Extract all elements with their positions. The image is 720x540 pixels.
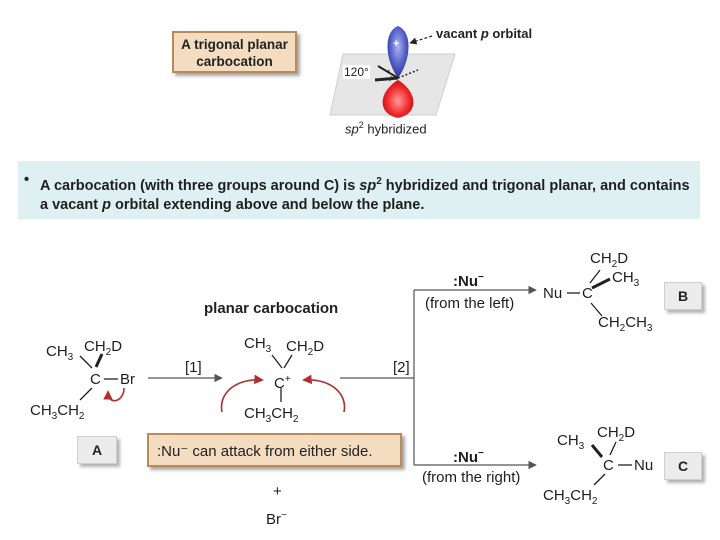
product-c-label: C xyxy=(664,452,702,480)
product-b-label: B xyxy=(664,282,702,310)
banner-bullet: • xyxy=(24,172,30,188)
cation-ch3: CH3 xyxy=(244,335,272,356)
molecule-a-ch3: CH3 xyxy=(46,343,74,364)
product-c-ch3: CH3 xyxy=(557,432,585,453)
vacant-orbital-label: vacant p orbital xyxy=(436,26,533,41)
product-c-nu: Nu xyxy=(634,457,654,474)
from-left-label: (from the left) xyxy=(425,295,515,312)
product-b-carbon: C xyxy=(582,285,593,302)
product-c-ethyl: CH3CH2 xyxy=(543,487,598,508)
p-orbital-lower-lobe xyxy=(382,80,414,118)
carbocation-title-box: A trigonal planar carbocation xyxy=(172,31,297,73)
product-b-ch3: CH3 xyxy=(612,269,640,290)
step-1-label: [1] xyxy=(185,359,202,376)
sp2-hybridized-label: sp2 hybridized xyxy=(345,120,427,137)
from-right-label: (from the right) xyxy=(422,469,521,486)
bond-angle-label: 120° xyxy=(343,65,370,79)
product-c-ch2d: CH2D xyxy=(597,424,636,445)
molecule-a-ethyl: CH3CH2 xyxy=(30,402,85,423)
title-line-2: carbocation xyxy=(196,54,273,69)
step-2-label: [2] xyxy=(393,359,410,376)
vacant-p-orbital-upper-lobe xyxy=(387,26,409,78)
molecule-a-bromine: Br xyxy=(120,371,135,388)
bromide-ion: Br− xyxy=(266,510,287,528)
title-line-1: A trigonal planar xyxy=(181,37,288,52)
nucleophile-attack-note: :Nu⁻ can attack from either side. xyxy=(147,433,402,467)
planar-carbocation-heading: planar carbocation xyxy=(204,300,339,317)
byproduct-plus: + xyxy=(273,483,282,500)
product-b-ethyl: CH2CH3 xyxy=(598,314,653,335)
molecule-a-carbon: C xyxy=(90,371,101,388)
nucleophile-bottom: :Nu− xyxy=(453,448,484,466)
nucleophile-top: :Nu− xyxy=(453,272,484,290)
product-b-nu: Nu xyxy=(543,285,563,302)
molecule-a-label: A xyxy=(77,436,117,464)
product-b-ch2d: CH2D xyxy=(590,250,629,271)
cation-ch2d: CH2D xyxy=(286,338,325,359)
product-c-carbon: C xyxy=(603,457,614,474)
molecule-a-ch2d: CH2D xyxy=(84,338,123,359)
cation-carbon: C+ xyxy=(274,374,291,392)
orbital-plus-sign: + xyxy=(393,38,400,50)
cation-ethyl: CH3CH2 xyxy=(244,405,299,426)
banner-text: A carbocation (with three groups around … xyxy=(40,176,690,213)
summary-banner xyxy=(18,161,700,219)
